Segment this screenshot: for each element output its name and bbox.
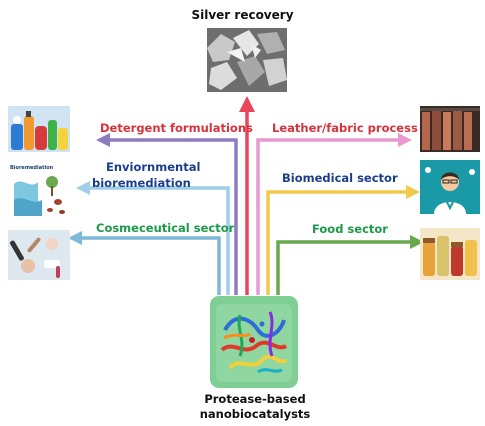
bioremediation-image: Bioremediation xyxy=(8,160,70,218)
arrow-food xyxy=(276,240,412,295)
arrow-food-head xyxy=(410,235,424,249)
core-caption: Protease-based nanobiocatalysts xyxy=(195,392,315,422)
arrow-bioremediation xyxy=(88,186,230,295)
leather-hides-image xyxy=(420,106,480,152)
arrow-biomedical xyxy=(266,190,408,295)
arrow-cosmeceutical-head xyxy=(68,231,82,245)
detergent-label: Detergent formulations xyxy=(100,121,253,135)
biomedical-label: Biomedical sector xyxy=(282,171,398,185)
doctor-image xyxy=(420,160,480,214)
bioremediation-label-line2: bioremediation xyxy=(92,176,191,190)
core-caption-line2: nanobiocatalysts xyxy=(199,407,311,421)
arrow-leather xyxy=(256,138,400,295)
food-label: Food sector xyxy=(312,222,388,236)
arrow-bioremediation-head xyxy=(76,181,90,195)
arrow-silver-head xyxy=(239,96,255,112)
cleaning-products-image xyxy=(8,106,70,152)
arrow-leather-head xyxy=(398,133,412,147)
leather-label: Leather/fabric process xyxy=(272,121,418,135)
silver-recovery-label: Silver recovery xyxy=(191,8,294,22)
core-caption-line1: Protease-based xyxy=(204,392,306,406)
cosmetics-image xyxy=(8,230,70,280)
arrow-biomedical-head xyxy=(406,185,420,199)
food-jars-image xyxy=(420,228,480,280)
arrow-cosmeceutical xyxy=(80,236,221,295)
silver-crystals-image xyxy=(207,28,287,92)
bioremediation-caption: Bioremediation xyxy=(10,165,54,171)
protein-structure-image xyxy=(216,304,292,382)
cosmeceutical-label: Cosmeceutical sector xyxy=(96,221,235,235)
arrow-detergent-head xyxy=(96,133,110,147)
bioremediation-label-line1: Enviornmental xyxy=(106,160,201,174)
arrow-detergent xyxy=(108,138,238,295)
